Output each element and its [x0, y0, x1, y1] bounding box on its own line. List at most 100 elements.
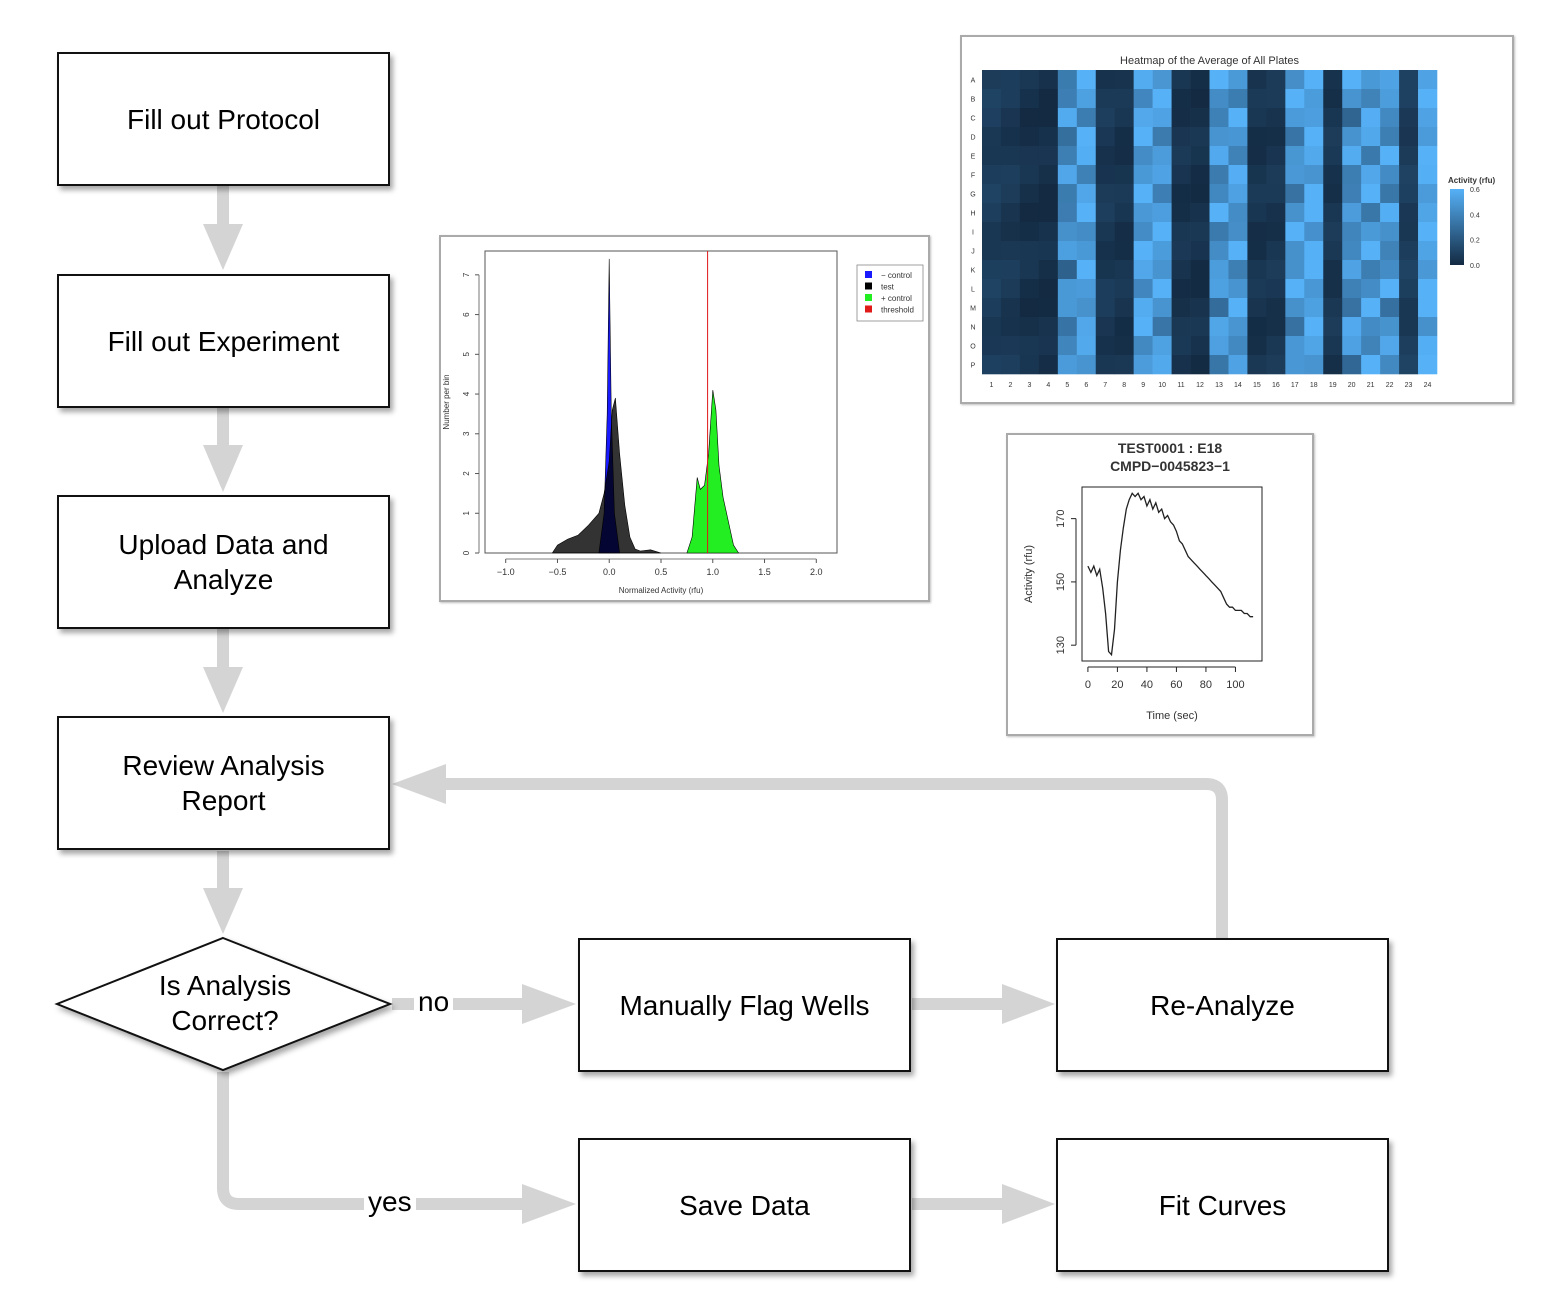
- heatmap-cell: [1019, 108, 1040, 128]
- heatmap-cell: [1418, 222, 1438, 242]
- heatmap-cell: [1019, 146, 1040, 166]
- heatmap-cell: [1152, 298, 1172, 318]
- y-tick-label: 0: [462, 550, 471, 555]
- heatmap-cell: [1418, 165, 1438, 185]
- heatmap-cell: [1247, 203, 1267, 223]
- heatmap-cell: [1323, 146, 1343, 166]
- heatmap-cell: [1380, 165, 1400, 185]
- heatmap-cell: [1171, 355, 1191, 375]
- heatmap-cell: [1266, 317, 1286, 337]
- heatmap-cell: [1076, 298, 1097, 318]
- row-label: F: [971, 173, 975, 180]
- col-label: 16: [1272, 382, 1280, 389]
- heatmap-cell: [1228, 279, 1248, 299]
- heatmap-cell: [1418, 184, 1438, 204]
- heatmap-cell: [1228, 260, 1248, 280]
- heatmap-cell: [1095, 165, 1116, 185]
- heatmap-cell: [1171, 89, 1191, 109]
- upload-analyze-step: Upload Data and Analyze: [57, 495, 390, 629]
- legend-swatch: [865, 271, 872, 278]
- heatmap-cell: [1285, 127, 1305, 147]
- flag-wells-step: Manually Flag Wells: [578, 938, 911, 1072]
- x-tick-label: 0: [1085, 679, 1091, 691]
- heatmap-cell: [1266, 336, 1286, 356]
- heatmap-cell: [1133, 108, 1153, 128]
- heatmap-cell: [1190, 108, 1210, 128]
- x-tick-label: −0.5: [549, 567, 567, 577]
- heatmap-cell: [1057, 89, 1078, 109]
- heatmap-cell: [1171, 279, 1191, 299]
- heatmap-cell: [1399, 184, 1419, 204]
- heatmap-cell: [1304, 203, 1324, 223]
- heatmap-cell: [1342, 336, 1362, 356]
- heatmap-cell: [1304, 260, 1324, 280]
- heatmap-cell: [1114, 165, 1134, 185]
- heatmap-cell: [1380, 203, 1400, 223]
- heatmap-cell: [1304, 184, 1324, 204]
- heatmap-cell: [1304, 298, 1324, 318]
- row-label: J: [971, 249, 975, 256]
- heatmap-cell: [1361, 108, 1381, 128]
- heatmap-cell: [1133, 298, 1153, 318]
- heatmap-cell: [1266, 203, 1286, 223]
- heatmap-cell: [1266, 70, 1286, 90]
- y-axis-title: Activity (rfu): [1023, 545, 1035, 603]
- heatmap-cell: [1304, 165, 1324, 185]
- heatmap-cell: [1019, 355, 1040, 375]
- heatmap-cell: [1399, 279, 1419, 299]
- heatmap-cell: [1171, 298, 1191, 318]
- heatmap-cell: [1057, 298, 1078, 318]
- heatmap-cell: [1019, 317, 1040, 337]
- heatmap-cell: [1304, 127, 1324, 147]
- heatmap-cell: [1038, 336, 1059, 356]
- heatmap-cell: [1380, 241, 1400, 261]
- heatmap-cell: [1304, 222, 1324, 242]
- heatmap-cell: [1323, 70, 1343, 90]
- col-label: 12: [1196, 382, 1204, 389]
- row-label: N: [970, 325, 975, 332]
- heatmap-cell: [1000, 241, 1021, 261]
- heatmap-cell: [1095, 70, 1116, 90]
- heatmap-cell: [1133, 317, 1153, 337]
- heatmap-cell: [1038, 108, 1059, 128]
- heatmap-cell: [1380, 317, 1400, 337]
- heatmap-cell: [1285, 184, 1305, 204]
- heatmap-cell: [1152, 203, 1172, 223]
- heatmap-cell: [1342, 260, 1362, 280]
- heatmap-cell: [1266, 279, 1286, 299]
- heatmap-cell: [1019, 127, 1040, 147]
- row-label: P: [971, 363, 976, 370]
- heatmap-cell: [1380, 70, 1400, 90]
- col-label: 2: [1008, 382, 1012, 389]
- heatmap-cell: [1152, 241, 1172, 261]
- heatmap-cell: [1342, 355, 1362, 375]
- y-tick-label: 150: [1055, 573, 1067, 591]
- heatmap-cell: [1152, 127, 1172, 147]
- heatmap-cell: [982, 241, 1002, 261]
- heatmap-cell: [1361, 184, 1381, 204]
- heatmap-cell: [1038, 222, 1059, 242]
- heatmap-cell: [1038, 146, 1059, 166]
- heatmap-cell: [1171, 184, 1191, 204]
- heatmap-cell: [1095, 279, 1116, 299]
- col-label: 3: [1027, 382, 1031, 389]
- heatmap-cell: [1228, 146, 1248, 166]
- x-tick-label: 0.0: [603, 567, 616, 577]
- col-label: 19: [1329, 382, 1337, 389]
- heatmap-cell: [1133, 222, 1153, 242]
- heatmap-cell: [1266, 260, 1286, 280]
- fit-curves-step: Fit Curves: [1056, 1138, 1389, 1272]
- heatmap-cell: [1209, 70, 1229, 90]
- heatmap-cell: [1114, 127, 1134, 147]
- row-label: B: [971, 97, 976, 104]
- heatmap-cell: [1114, 184, 1134, 204]
- density-control: [686, 390, 739, 554]
- heatmap-cell: [1076, 165, 1097, 185]
- heatmap-cell: [1285, 279, 1305, 299]
- density-test: [552, 397, 662, 554]
- heatmap-cell: [1247, 108, 1267, 128]
- heatmap-cell: [1342, 317, 1362, 337]
- heatmap-cell: [982, 108, 1002, 128]
